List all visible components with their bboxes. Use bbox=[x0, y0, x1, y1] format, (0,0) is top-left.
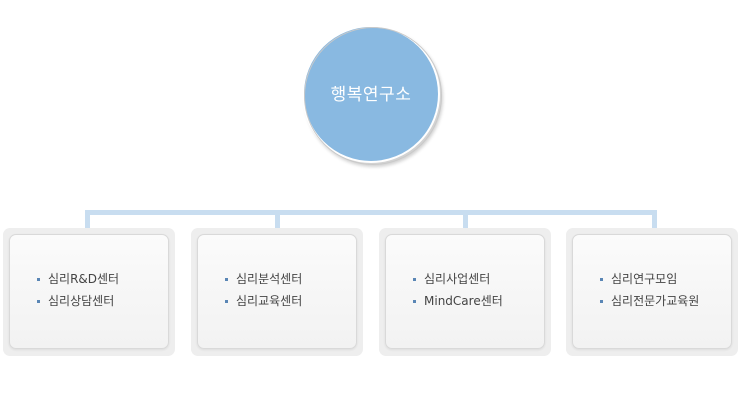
list-item[interactable]: 심리상담센터 bbox=[37, 290, 119, 312]
list-item-label: 심리전문가교육원 bbox=[611, 294, 700, 308]
bullet-icon bbox=[225, 300, 228, 303]
department-card-panel: 심리사업센터 MindCare센터 bbox=[385, 234, 545, 349]
connector-horizontal bbox=[85, 210, 657, 215]
list-item[interactable]: 심리연구모임 bbox=[600, 268, 699, 290]
connector-vertical-3 bbox=[463, 210, 468, 235]
connector-vertical-4 bbox=[652, 210, 657, 235]
bullet-icon bbox=[225, 278, 228, 281]
connector-vertical-2 bbox=[275, 210, 280, 235]
bullet-icon bbox=[37, 300, 40, 303]
list-item[interactable]: 심리R&D센터 bbox=[37, 268, 119, 290]
department-card-4: 심리연구모임 심리전문가교육원 bbox=[566, 228, 738, 356]
bullet-icon bbox=[600, 278, 603, 281]
list-item-label: 심리연구모임 bbox=[611, 272, 678, 286]
list-item-label: 심리분석센터 bbox=[236, 272, 303, 286]
department-card-1: 심리R&D센터 심리상담센터 bbox=[3, 228, 175, 356]
bullet-icon bbox=[600, 300, 603, 303]
list-item[interactable]: 심리교육센터 bbox=[225, 290, 302, 312]
list-item-label: 심리교육센터 bbox=[236, 294, 303, 308]
list-item[interactable]: 심리분석센터 bbox=[225, 268, 302, 290]
department-card-panel: 심리R&D센터 심리상담센터 bbox=[9, 234, 169, 349]
list-item-label: 심리R&D센터 bbox=[48, 272, 120, 286]
department-list: 심리연구모임 심리전문가교육원 bbox=[600, 268, 699, 312]
department-list: 심리사업센터 MindCare센터 bbox=[413, 268, 503, 312]
list-item-label: 심리사업센터 bbox=[424, 272, 491, 286]
list-item[interactable]: 심리사업센터 bbox=[413, 268, 503, 290]
department-list: 심리분석센터 심리교육센터 bbox=[225, 268, 302, 312]
root-node-label: 행복연구소 bbox=[330, 85, 412, 105]
connector-vertical-1 bbox=[85, 210, 90, 235]
list-item[interactable]: MindCare센터 bbox=[413, 290, 503, 312]
list-item-label: MindCare센터 bbox=[424, 294, 503, 308]
department-card-3: 심리사업센터 MindCare센터 bbox=[379, 228, 551, 356]
department-card-panel: 심리연구모임 심리전문가교육원 bbox=[572, 234, 732, 349]
list-item-label: 심리상담센터 bbox=[48, 294, 115, 308]
bullet-icon bbox=[413, 300, 416, 303]
bullet-icon bbox=[37, 278, 40, 281]
root-node-circle bbox=[302, 25, 440, 163]
list-item[interactable]: 심리전문가교육원 bbox=[600, 290, 699, 312]
department-list: 심리R&D센터 심리상담센터 bbox=[37, 268, 119, 312]
department-card-panel: 심리분석센터 심리교육센터 bbox=[197, 234, 357, 349]
bullet-icon bbox=[413, 278, 416, 281]
department-card-2: 심리분석센터 심리교육센터 bbox=[191, 228, 363, 356]
